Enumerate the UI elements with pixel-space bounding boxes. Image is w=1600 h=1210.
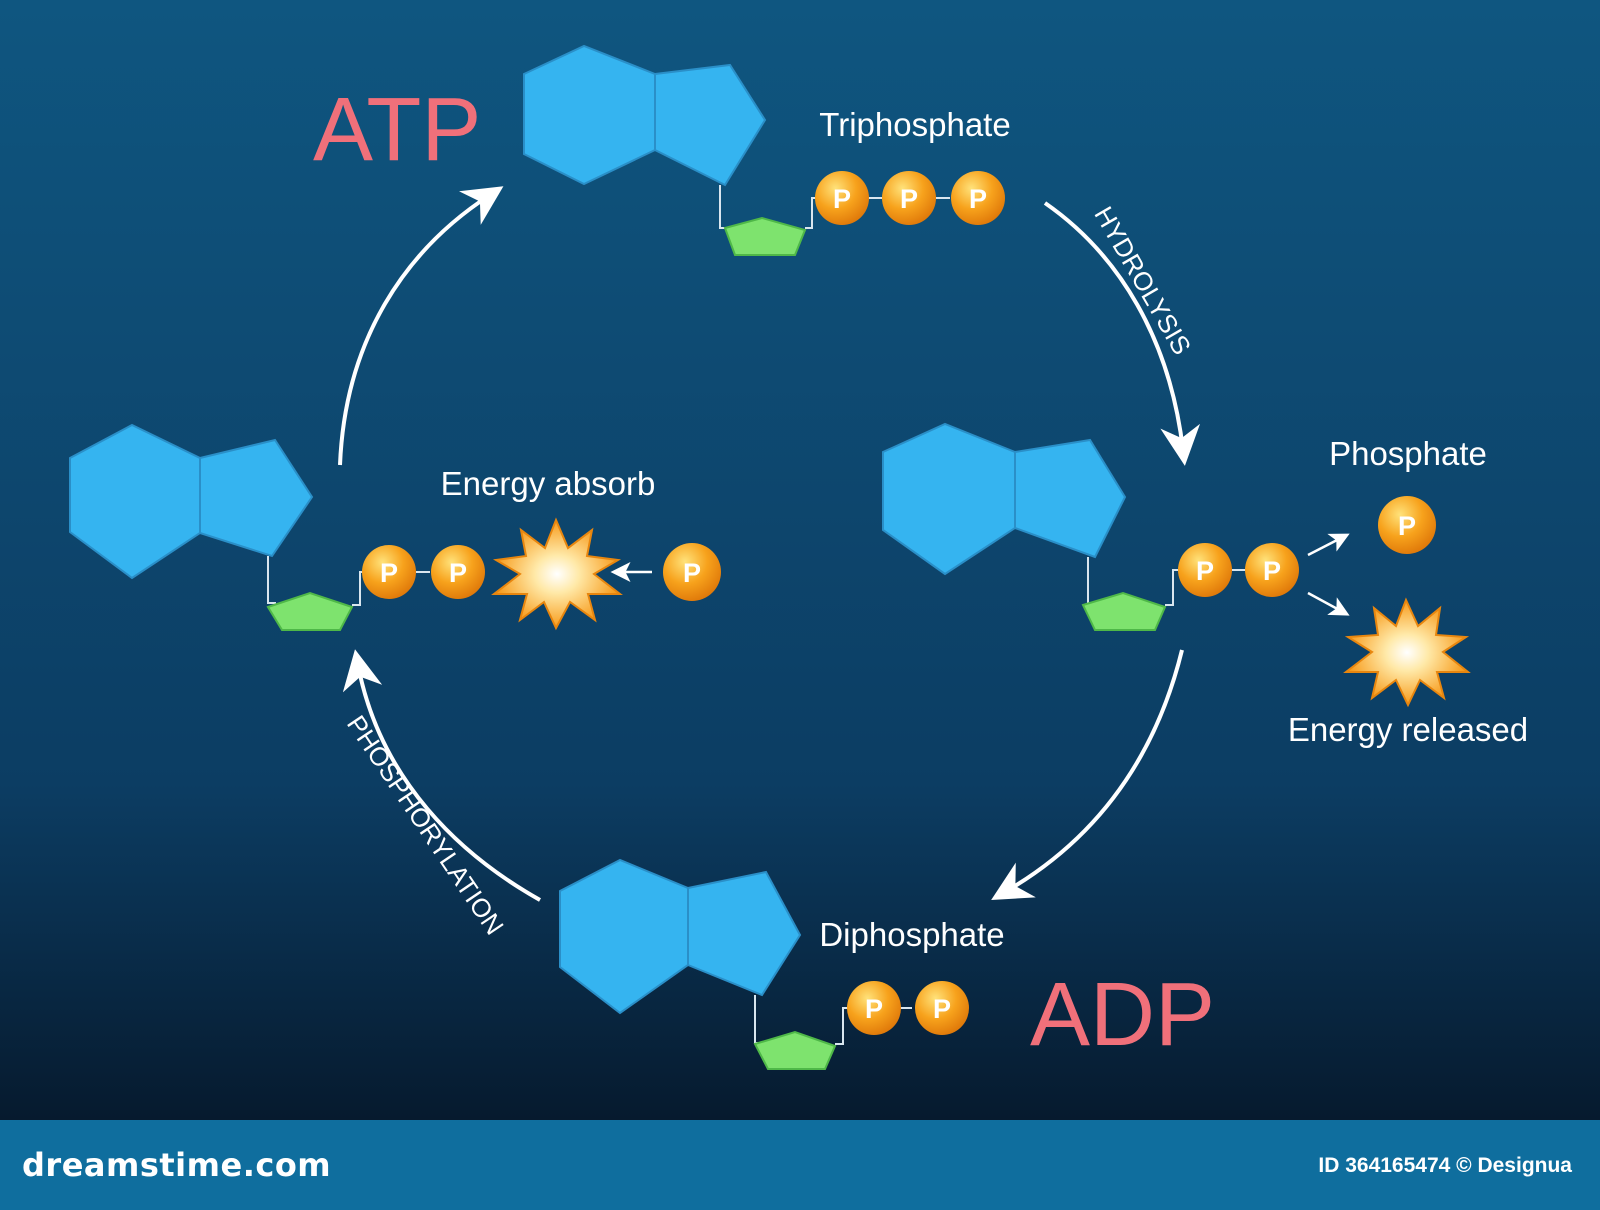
arrow-to-adp — [991, 649, 1184, 901]
adp-right-base-pentagon — [1014, 438, 1127, 559]
phosphate-symbol: P — [865, 994, 883, 1024]
phosphate-symbol: P — [969, 184, 987, 214]
triphosphate-label: Triphosphate — [819, 106, 1010, 143]
atp-base-pentagon — [654, 63, 767, 187]
atp-molecule: P P P — [523, 44, 1005, 256]
phosphate-symbol: P — [833, 184, 851, 214]
phosphate-symbol: P — [449, 558, 467, 588]
atp-phosphate-3: P — [951, 171, 1005, 225]
atp-phosphate-2: P — [882, 171, 936, 225]
left-sugar — [266, 591, 354, 631]
adp-molecule: P P — [559, 858, 969, 1070]
adp-title: ADP — [1030, 965, 1215, 1065]
phosphate-symbol: P — [900, 184, 918, 214]
arrow-to-atp — [338, 186, 504, 466]
hydrolysis-phosphate-1: P — [1178, 543, 1232, 597]
left-phosphate-1: P — [362, 545, 416, 599]
left-phosphate-2: P — [431, 545, 485, 599]
energy-released-burst-icon — [1343, 597, 1471, 708]
release-phosphate-arrow — [1307, 533, 1350, 557]
phosphate-symbol: P — [1398, 511, 1416, 541]
incoming-phosphate: P — [663, 543, 721, 601]
atp-cycle-diagram: P P P ATP Triphosphate P P P — [0, 0, 1600, 1120]
release-energy-arrow — [1307, 591, 1350, 616]
adp-right-sugar — [1081, 591, 1167, 631]
footer-brand[interactable]: dreamstime.com — [22, 1146, 332, 1184]
energy-absorb-label: Energy absorb — [441, 465, 656, 502]
phosphate-symbol: P — [1263, 556, 1281, 586]
atp-sugar — [723, 216, 807, 256]
hydrolysis-phosphate-2: P — [1245, 543, 1299, 597]
phosphorylation-molecule: P P P — [69, 423, 721, 631]
adp-phosphate-1: P — [847, 981, 901, 1035]
diphosphate-label: Diphosphate — [819, 916, 1004, 953]
atp-title: ATP — [313, 80, 481, 180]
phosphate-symbol: P — [683, 558, 701, 588]
footer-credit: ID 364165474 © Designua — [1318, 1154, 1572, 1177]
phosphorylation-arrow — [342, 649, 541, 902]
adp-phosphate-2: P — [915, 981, 969, 1035]
free-phosphate: P — [1378, 496, 1436, 554]
phosphate-symbol: P — [380, 558, 398, 588]
atp-phosphate-1: P — [815, 171, 869, 225]
background — [0, 0, 1600, 1120]
phosphate-symbol: P — [933, 994, 951, 1024]
energy-released-label: Energy released — [1288, 711, 1528, 748]
energy-absorb-burst-icon — [491, 517, 623, 631]
hydrolysis-arrow — [1043, 201, 1201, 466]
hydrolysis-molecule: P P P — [882, 422, 1471, 708]
adp-sugar — [753, 1030, 837, 1070]
left-base-pentagon — [199, 438, 314, 558]
phosphate-label: Phosphate — [1329, 435, 1487, 472]
phosphate-symbol: P — [1196, 556, 1214, 586]
adp-base-pentagon — [687, 870, 802, 997]
footer-bar: dreamstime.com ID 364165474 © Designua — [0, 1120, 1600, 1210]
